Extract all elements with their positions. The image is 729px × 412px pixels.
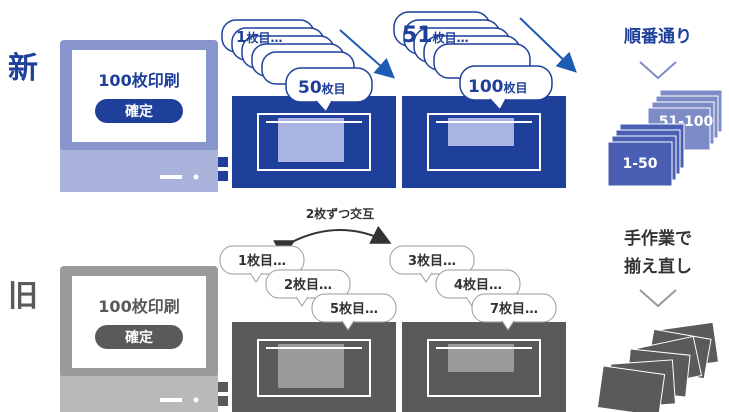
new-printer-b: [402, 96, 566, 188]
old-result-line2: 揃え直し: [624, 256, 692, 277]
new-sorted-stack-front: [607, 123, 685, 187]
old-row-label: 旧: [8, 279, 38, 314]
old-computer: [60, 266, 228, 412]
old-messy-stack: [596, 321, 720, 412]
old-printer-b: [402, 322, 566, 412]
new-arrow-a: [339, 29, 395, 79]
svg-text:51枚目…: 51枚目…: [402, 23, 469, 48]
old-left-bubble-1-text: 1枚目…: [238, 253, 286, 269]
old-bubble-left-1: [219, 245, 305, 283]
old-bubble-left-3: [311, 293, 397, 331]
new-arrow-b: [519, 17, 577, 73]
new-a-first-suffix: 枚目…: [246, 30, 282, 45]
new-a-last-suffix: 枚目: [322, 81, 346, 96]
new-computer: [60, 40, 228, 192]
new-a-first-num: 1: [236, 28, 246, 46]
alternate-double-arrow-icon: [273, 225, 392, 259]
new-row-label: 新: [8, 51, 38, 86]
svg-text:1枚目…: 1枚目…: [236, 28, 282, 46]
old-screen-title: 100枚印刷: [98, 297, 179, 316]
new-stack-front-label: 1-50: [622, 156, 657, 172]
svg-text:50枚目: 50枚目: [298, 78, 346, 98]
new-bubble-stack-b: [393, 11, 553, 112]
new-printer-a: [232, 96, 396, 188]
old-result-line1: 手作業で: [624, 228, 692, 249]
new-bubble-stack-a: [221, 19, 373, 114]
new-b-last-num: 100: [468, 77, 504, 97]
old-printer-a: [232, 322, 396, 412]
old-right-bubble-1-text: 3枚目…: [408, 253, 456, 269]
old-bubble-left-2: [265, 269, 351, 307]
old-left-bubble-2-text: 2枚目…: [284, 277, 332, 293]
old-down-chevron-icon: [639, 289, 677, 308]
old-alternate-label: 2枚ずつ交互: [306, 206, 374, 221]
new-screen-title: 100枚印刷: [98, 71, 179, 90]
new-result-label: 順番通り: [624, 27, 692, 47]
new-confirm-button[interactable]: [95, 99, 183, 123]
old-right-bubble-3-text: 7枚目…: [490, 301, 538, 317]
new-b-last-suffix: 枚目: [504, 80, 528, 95]
new-confirm-label: 確定: [125, 103, 153, 120]
old-left-bubble-3-text: 5枚目…: [330, 301, 378, 317]
new-down-chevron-icon: [639, 61, 677, 80]
new-b-first-suffix: 枚目…: [433, 30, 469, 45]
new-a-last-num: 50: [298, 78, 322, 98]
old-right-bubble-2-text: 4枚目…: [454, 277, 502, 293]
old-confirm-button[interactable]: [95, 325, 183, 349]
old-bubble-right-3: [471, 293, 557, 331]
svg-text:100枚目: 100枚目: [468, 77, 528, 97]
old-confirm-label: 確定: [125, 329, 153, 346]
old-bubble-right-1: [389, 245, 475, 283]
new-b-first-num: 51: [402, 23, 433, 48]
